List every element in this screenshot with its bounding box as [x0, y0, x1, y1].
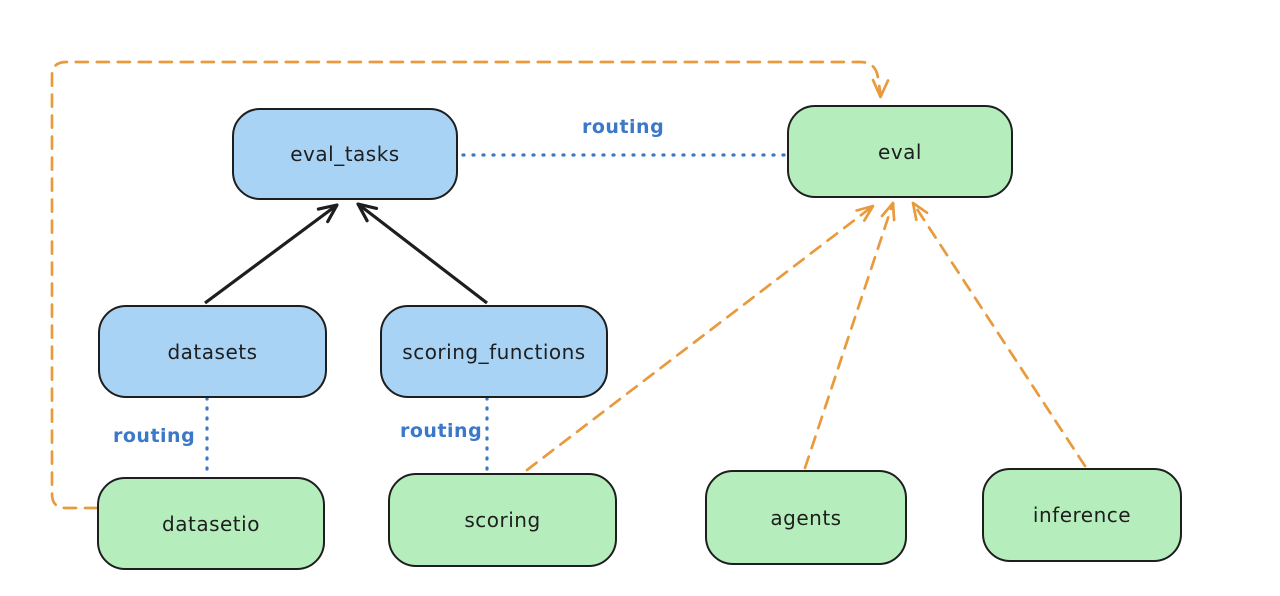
node-datasetio: datasetio [97, 477, 325, 570]
edge-agents-to-eval [803, 201, 896, 470]
node-agents-label: agents [770, 505, 842, 530]
node-eval-tasks-label: eval_tasks [290, 142, 400, 166]
edge-inference-to-eval [911, 201, 1087, 468]
edge-scoring-to-eval [525, 204, 875, 472]
edge-scoring-functions-to-eval-tasks [356, 202, 488, 305]
node-inference-label: inference [1032, 503, 1132, 527]
edge-datasets-to-eval-tasks [204, 203, 339, 305]
node-agents: agents [705, 470, 907, 565]
routing-label-eval-tasks-eval: routing [582, 116, 665, 138]
node-inference: inference [982, 468, 1182, 562]
node-scoring: scoring [388, 473, 617, 567]
node-datasets: datasets [98, 305, 327, 398]
node-scoring-functions-label: scoring_functions [402, 339, 586, 364]
node-scoring-label: scoring [464, 508, 541, 532]
node-datasets-label: datasets [167, 339, 258, 364]
node-eval: eval [787, 105, 1013, 198]
routing-label-scoring-functions-scoring: routing [400, 420, 483, 442]
routing-label-datasets-datasetio: routing [113, 425, 196, 447]
node-datasetio-label: datasetio [162, 511, 260, 536]
edge-datasetio-to-eval [50, 60, 890, 510]
node-eval-tasks: eval_tasks [232, 108, 458, 200]
node-eval-label: eval [878, 139, 922, 164]
node-scoring-functions: scoring_functions [380, 305, 608, 398]
